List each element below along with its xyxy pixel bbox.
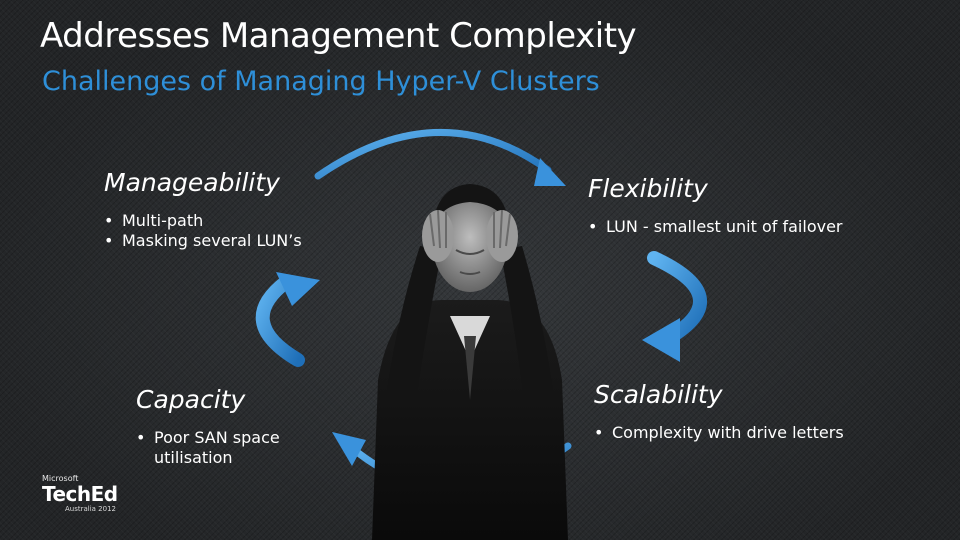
teched-logo: Microsoft TechEd Australia 2012 [42,474,122,513]
list-item: •Multi-path [104,211,204,230]
list-item: •LUN - smallest unit of failover [588,217,843,236]
scalability-section: Scalability •Complexity with drive lette… [594,380,844,443]
list-item: •Poor SAN space utilisation [136,428,280,467]
logo-event: TechEd [42,482,118,506]
logo-brand: Microsoft [42,474,79,483]
flexibility-section: Flexibility •LUN - smallest unit of fail… [588,174,843,237]
slide-subtitle: Challenges of Managing Hyper-V Clusters [42,66,600,97]
list-item: •Masking several LUN’s [104,231,302,250]
stressed-man-image [372,184,568,540]
list-item: •Complexity with drive letters [594,423,844,442]
slide-title: Addresses Management Complexity [40,16,637,56]
cycle-arrow-icon [314,128,566,186]
logo-edition: Australia 2012 [64,505,116,513]
cycle-arrow-icon [642,251,707,362]
scalability-list: •Complexity with drive letters [594,423,844,443]
flexibility-heading: Flexibility [588,174,708,203]
scalability-heading: Scalability [594,380,723,409]
capacity-section: Capacity •Poor SAN space utilisation [136,385,336,468]
capacity-heading: Capacity [136,385,246,414]
capacity-list: •Poor SAN space utilisation [136,428,336,468]
cycle-arrow-icon [255,272,320,367]
manageability-list: •Multi-path •Masking several LUN’s [104,211,302,251]
manageability-heading: Manageability [104,168,280,197]
manageability-section: Manageability •Multi-path •Masking sever… [104,168,302,251]
flexibility-list: •LUN - smallest unit of failover [588,217,843,237]
